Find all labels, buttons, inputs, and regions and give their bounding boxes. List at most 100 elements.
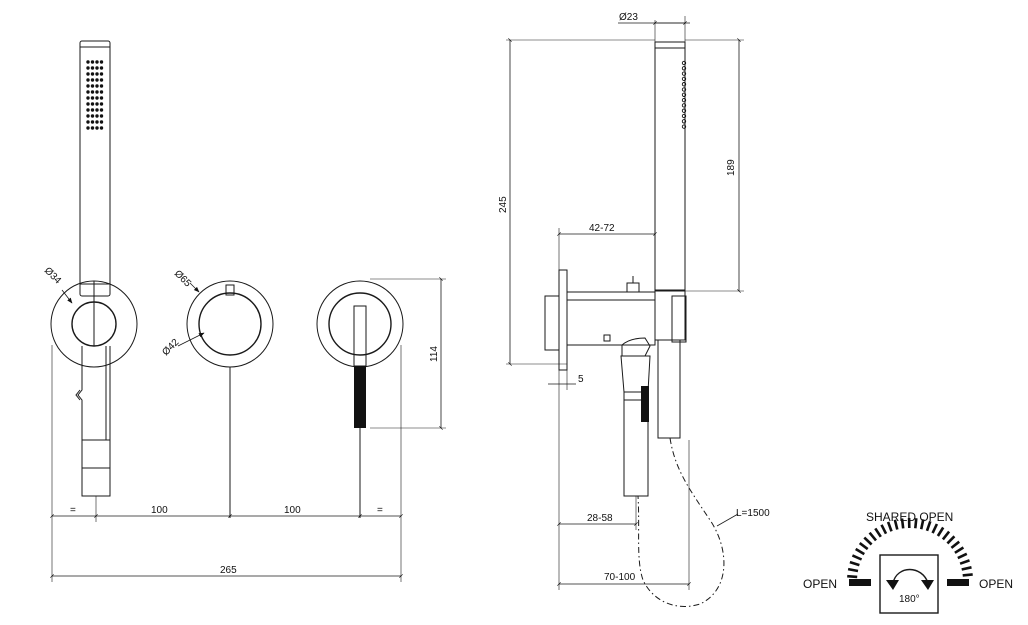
arc-tick <box>946 535 956 545</box>
nozzle-dot <box>681 108 687 113</box>
shared-open-arc <box>847 517 973 579</box>
arc-tick <box>914 518 918 529</box>
arc-tick <box>919 519 925 530</box>
dim-knob-dia: Ø42 <box>160 332 205 358</box>
nozzle-dot <box>95 126 99 130</box>
dim-shower-dia-label: Ø34 <box>42 265 63 286</box>
arc-tick <box>858 542 869 551</box>
nozzle-dot <box>681 113 687 119</box>
arc-tick <box>847 567 859 573</box>
nozzle-dot <box>90 60 95 64</box>
nozzle-dot <box>90 126 95 130</box>
nozzle-dot <box>99 72 104 76</box>
nozzle-column <box>681 60 687 129</box>
legend-open-left: OPEN <box>803 577 837 591</box>
nozzle-dot <box>95 84 99 88</box>
nozzle-dot <box>86 102 90 106</box>
nozzle-dot <box>90 84 95 88</box>
arc-tick <box>957 552 968 560</box>
legend-rotation: 180° <box>899 594 920 605</box>
wall-plate-side <box>544 295 560 351</box>
operation-legend: SHARED OPEN OPEN OPEN 180° <box>803 510 1013 614</box>
nozzle-dot <box>95 90 99 94</box>
arc-tick <box>941 530 951 541</box>
nozzle-dot <box>90 66 95 70</box>
nozzle-dot <box>86 126 90 130</box>
nozzle-dot <box>86 120 90 124</box>
arc-tick <box>925 520 932 532</box>
arc-tick <box>936 526 945 537</box>
nozzle-grid <box>86 60 104 130</box>
arc-tick <box>880 524 888 535</box>
dim-total-height-label: 245 <box>498 196 509 213</box>
arc-tick <box>847 574 858 579</box>
arc-tick <box>893 519 899 530</box>
shower-holder-front <box>50 40 138 497</box>
dim-projection-label: 42-72 <box>589 223 615 234</box>
nozzle-dot <box>86 78 90 82</box>
arc-tick <box>959 559 970 565</box>
nozzle-dot <box>681 97 687 103</box>
nozzle-dot <box>86 72 90 76</box>
dim-outer-dia-label: Ø65 <box>172 268 193 289</box>
nozzle-dot <box>681 103 687 108</box>
dim-head-length: 189 <box>685 38 744 293</box>
nozzle-dot <box>681 87 687 92</box>
diverter-plate-front <box>316 280 404 518</box>
dim-eq-left-label: = <box>70 505 76 516</box>
dim-height: 114 <box>370 277 446 430</box>
nozzle-dot <box>99 60 104 64</box>
dim-knob-dia-label: Ø42 <box>160 337 181 358</box>
nozzle-dot <box>95 108 99 112</box>
nozzle-dot <box>90 96 95 100</box>
nozzle-dot <box>90 78 95 82</box>
nozzle-dot <box>99 66 104 70</box>
arc-tick <box>950 540 961 549</box>
nozzle-dot <box>99 126 104 130</box>
dim-shower-dia: Ø34 <box>42 265 73 304</box>
arc-tick <box>874 527 882 538</box>
dim-projection: 42-72 <box>557 223 657 270</box>
dim-outer-dia: Ø65 <box>172 268 200 293</box>
nozzle-dot <box>99 84 104 88</box>
dim-height-label: 114 <box>429 346 440 362</box>
nozzle-dot <box>86 90 90 94</box>
nozzle-dot <box>86 114 90 118</box>
dim-plate: 5 <box>548 370 584 390</box>
nozzle-dot <box>95 120 99 124</box>
dim-eq-right-label: = <box>377 505 383 516</box>
arc-tick <box>900 518 905 529</box>
nozzle-dot <box>90 90 95 94</box>
dim-total: 265 <box>50 565 403 578</box>
arc-tick <box>931 523 939 534</box>
dim-spacing-row: = 100 100 = <box>50 505 403 518</box>
nozzle-dot <box>86 108 90 112</box>
mixer-body-side <box>567 276 687 497</box>
nozzle-dot <box>95 72 99 76</box>
nozzle-dot <box>90 102 95 106</box>
nozzle-dot <box>99 90 104 94</box>
nozzle-dot <box>95 96 99 100</box>
dim-hose: L=1500 <box>716 508 770 527</box>
nozzle-dot <box>95 114 99 118</box>
arc-tick <box>855 547 865 556</box>
front-view: Ø34 Ø65 Ø42 114 = 100 <box>42 40 446 582</box>
rotation-box <box>879 554 939 614</box>
nozzle-dot <box>681 92 687 97</box>
arc-tick <box>851 554 863 561</box>
nozzle-dot <box>99 108 104 112</box>
nozzle-dot <box>86 96 90 100</box>
dim-bottom: 70-100 <box>557 440 691 590</box>
legend-open-right: OPEN <box>979 577 1013 591</box>
nozzle-dot <box>681 71 687 76</box>
nozzle-dot <box>681 66 687 71</box>
flex-hose <box>637 437 725 608</box>
nozzle-dot <box>681 82 687 87</box>
arc-tick <box>954 546 965 554</box>
dim-spacing-2-label: 100 <box>284 505 301 516</box>
open-left-bar <box>849 579 871 586</box>
nozzle-dot <box>99 96 104 100</box>
nozzle-dot <box>99 102 104 106</box>
legend-shared-open: SHARED OPEN <box>866 510 953 524</box>
